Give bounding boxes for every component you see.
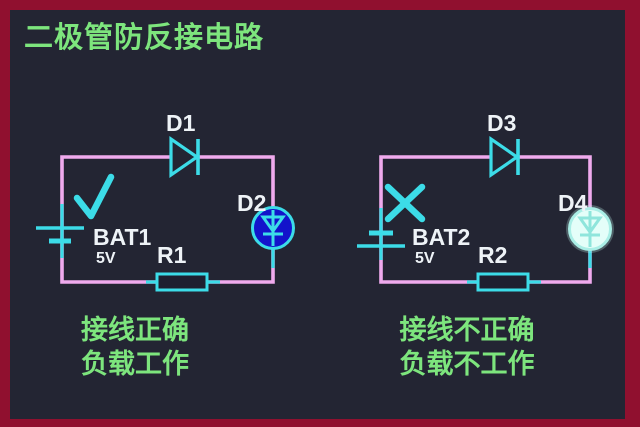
diode-symbol — [169, 135, 200, 179]
battery-label-bat1: BAT1 — [93, 224, 152, 250]
battery-voltage-bat2: 5V — [415, 250, 435, 267]
check-icon — [73, 173, 115, 220]
led-label-d4: D4 — [558, 190, 588, 216]
caption-line: 接线不正确 — [399, 315, 535, 345]
battery-symbol — [36, 226, 84, 244]
led-symbol-on — [251, 206, 295, 250]
battery-symbol-reversed — [357, 230, 405, 248]
schematic-panel — [10, 10, 625, 419]
cross-icon — [384, 183, 426, 223]
diode-label-d1: D1 — [166, 110, 196, 136]
battery-label-bat2: BAT2 — [412, 224, 471, 250]
led-symbol-off — [566, 205, 614, 253]
page-title: 二极管防反接电路 — [24, 22, 265, 54]
resistor-label-r2: R2 — [478, 242, 508, 268]
resistor-symbol — [155, 272, 209, 292]
left-circuit — [36, 135, 295, 292]
led-label-d2: D2 — [237, 190, 267, 216]
right-circuit-caption: 接线不正确 负载不工作 — [372, 313, 562, 381]
resistor-symbol — [476, 272, 530, 292]
diode-label-d3: D3 — [487, 110, 517, 136]
caption-line: 负载不工作 — [399, 349, 535, 379]
right-circuit — [357, 135, 614, 292]
resistor-label-r1: R1 — [157, 242, 187, 268]
diode-symbol — [489, 135, 520, 179]
battery-voltage-bat1: 5V — [96, 250, 116, 267]
left-circuit-caption: 接线正确 负载工作 — [40, 313, 230, 381]
caption-line: 负载工作 — [81, 349, 189, 379]
caption-line: 接线正确 — [81, 315, 189, 345]
